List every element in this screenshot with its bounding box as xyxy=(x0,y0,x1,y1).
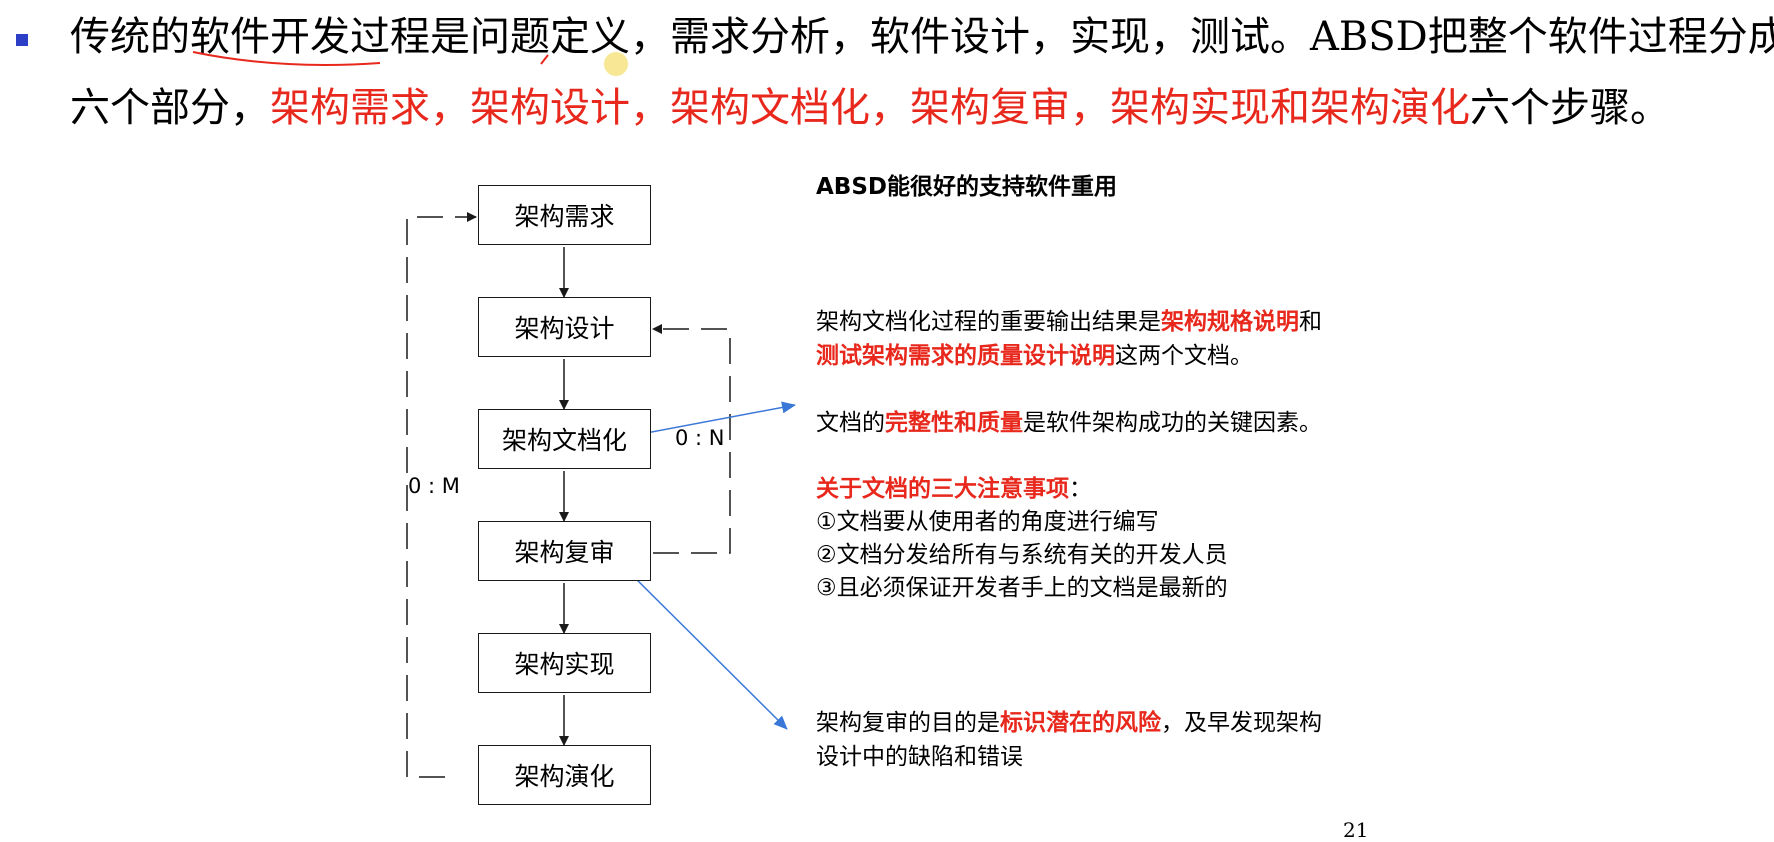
step-label: 架构需求 xyxy=(514,202,615,231)
intro-line2-prefix: 六个部分， xyxy=(70,85,270,131)
step-box-documentation: 架构文档化 xyxy=(478,409,651,469)
loop-m-label: 0 : M xyxy=(408,474,460,498)
doc-output-mid: 和 xyxy=(1299,309,1322,335)
notes-heading: ABSD能很好的支持软件重用 xyxy=(816,174,1117,200)
step-box-evolution: 架构演化 xyxy=(478,745,651,805)
intro-text-a: 传统的 xyxy=(70,14,190,60)
attention-item-1: ①文档要从使用者的角度进行编写 xyxy=(816,509,1159,535)
doc-output-line-1: 架构文档化过程的重要输出结果是架构规格说明和 xyxy=(816,305,1322,339)
step-label: 架构设计 xyxy=(514,314,615,343)
step-label: 架构复审 xyxy=(514,538,615,567)
step-box-implementation: 架构实现 xyxy=(478,633,651,693)
step-box-design: 架构设计 xyxy=(478,297,651,357)
review-line-2: 设计中的缺陷和错误 xyxy=(816,744,1023,770)
intro-line-2: 六个部分，架构需求，架构设计，架构文档化，架构复审，架构实现和架构演化六个步骤。 xyxy=(70,83,1670,133)
bullet-square xyxy=(16,34,28,46)
doc-output-highlight-2: 测试架构需求的质量设计说明 xyxy=(816,343,1115,369)
intro-line-1: 传统的软件开发过程是问题定义，需求分析，软件设计，实现，测试。ABSD把整个软件… xyxy=(70,12,1774,62)
review-line-1: 架构复审的目的是标识潜在的风险，及早发现架构 xyxy=(816,706,1322,740)
page-number: 21 xyxy=(1343,818,1369,842)
step-label: 架构文档化 xyxy=(501,426,627,455)
attention-title-colon: ： xyxy=(1069,476,1092,502)
intro-text-b: 过程是问题定义，需求分析，软件设计，实现，测试。ABSD把整个软件过程分成 xyxy=(350,14,1774,60)
step-label: 架构演化 xyxy=(514,762,615,791)
intro-text-underlined: 软件开发 xyxy=(190,14,350,60)
intro-line2-suffix: 六个步骤。 xyxy=(1470,85,1670,131)
review-suffix: ，及早发现架构 xyxy=(1161,710,1322,736)
doc-output-suffix: 这两个文档。 xyxy=(1115,343,1253,369)
review-prefix: 架构复审的目的是 xyxy=(816,710,1000,736)
loop-n-label: 0 : N xyxy=(675,426,725,450)
step-box-requirements: 架构需求 xyxy=(478,185,651,245)
doc-key-line: 文档的完整性和质量是软件架构成功的关键因素。 xyxy=(816,406,1322,440)
loop-m-dashed-arrow xyxy=(406,212,477,778)
intro-underline xyxy=(192,51,381,66)
doc-output-highlight-1: 架构规格说明 xyxy=(1161,309,1299,335)
review-callout-arrow xyxy=(619,562,788,730)
doc-output-prefix: 架构文档化过程的重要输出结果是 xyxy=(816,309,1161,335)
doc-key-suffix: 是软件架构成功的关键因素。 xyxy=(1023,410,1322,436)
doc-key-prefix: 文档的 xyxy=(816,410,885,436)
attention-item-2: ②文档分发给所有与系统有关的开发人员 xyxy=(816,542,1228,568)
loop-n-dashed-arrow xyxy=(652,324,731,554)
step-box-review: 架构复审 xyxy=(478,521,651,581)
intro-tick-mark xyxy=(540,54,549,65)
doc-key-highlight: 完整性和质量 xyxy=(885,410,1023,436)
attention-title: 关于文档的三大注意事项： xyxy=(816,472,1092,506)
doc-output-line-2: 测试架构需求的质量设计说明这两个文档。 xyxy=(816,339,1253,373)
intro-line2-steps: 架构需求，架构设计，架构文档化，架构复审，架构实现和架构演化 xyxy=(270,85,1470,131)
review-highlight: 标识潜在的风险 xyxy=(1000,710,1161,736)
step-label: 架构实现 xyxy=(514,650,615,679)
cursor-highlight xyxy=(604,52,628,76)
attention-item-3: ③且必须保证开发者手上的文档是最新的 xyxy=(816,575,1228,601)
attention-title-highlight: 关于文档的三大注意事项 xyxy=(816,476,1069,502)
